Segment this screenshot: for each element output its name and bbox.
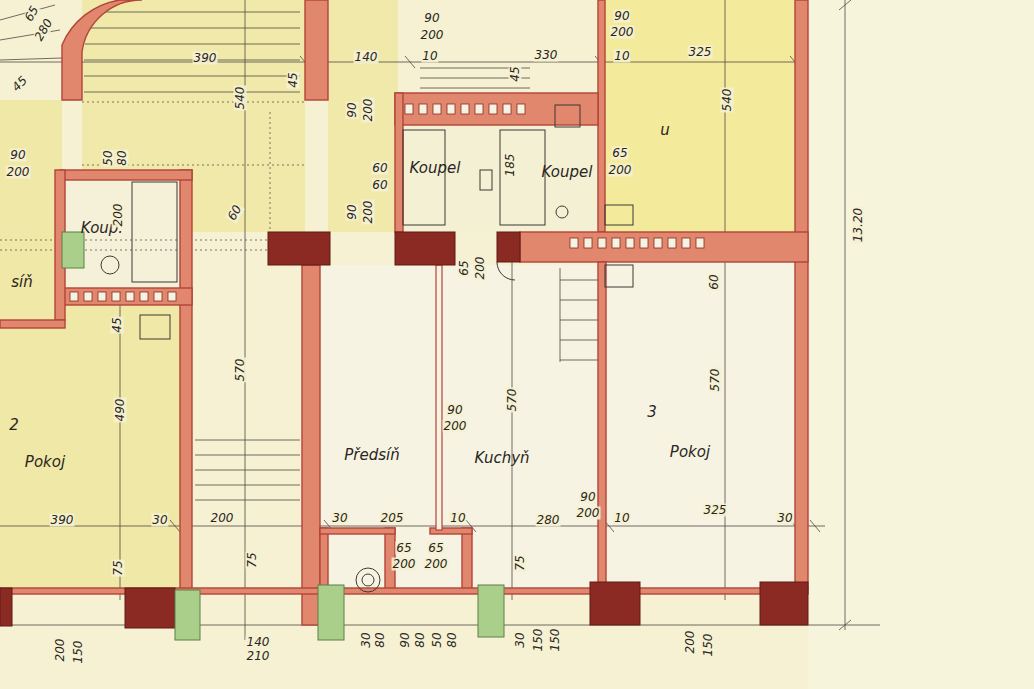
dimension-label: 80 <box>374 631 387 648</box>
room: Předsíň <box>322 268 434 526</box>
dimension-label: 90 <box>346 101 359 118</box>
dimension-label: 80 <box>116 149 129 166</box>
dimension-label: 30 <box>360 631 373 648</box>
dimension-label: 200 <box>608 164 633 177</box>
dimension-label: 90 <box>613 10 630 23</box>
dimension-label: 200 <box>54 638 67 663</box>
dimension-label: 150 <box>72 640 85 665</box>
dimension-label: 390 <box>50 514 75 527</box>
dimension-label: 45 <box>111 316 124 333</box>
dimension-label: 60 <box>225 202 245 223</box>
room-name: Pokoj <box>25 453 65 471</box>
dimension-label: 65 <box>611 147 628 160</box>
dimension-label: 200 <box>443 420 468 433</box>
dimension-label: 90 <box>423 12 440 25</box>
dimension-label: 200 <box>684 630 697 655</box>
dimension-label: 390 <box>193 52 218 65</box>
dimension-label: 65 <box>458 259 471 276</box>
room-name: síň <box>11 273 33 291</box>
room-number: u <box>660 121 670 139</box>
dimension-label: 80 <box>446 631 459 648</box>
room-name: Koupel <box>410 159 461 177</box>
room: Kuchyň <box>444 268 596 526</box>
dimension-label: 330 <box>534 49 559 62</box>
dimension-label: 75 <box>514 554 527 571</box>
dimension-label: 570 <box>709 368 722 393</box>
dimension-label: 65 <box>22 3 42 24</box>
dimension-label: 50 <box>102 149 115 166</box>
dimension-label: 200 <box>362 98 375 123</box>
dimension-label: 45 <box>9 73 30 94</box>
dimension-label: 280 <box>536 514 561 527</box>
dimension-label: 490 <box>114 398 127 423</box>
dimension-label: 540 <box>234 86 247 111</box>
dimension-label: 10 <box>613 50 630 63</box>
dimension-label: 30 <box>331 512 348 525</box>
dimension-label: 140 <box>354 51 379 64</box>
dimension-label: 185 <box>504 153 517 178</box>
dimension-label: 325 <box>688 46 713 59</box>
dimension-label: 200 <box>424 558 449 571</box>
dimension-label: 200 <box>112 203 125 228</box>
dimension-label: 540 <box>721 88 734 113</box>
room: u <box>606 66 794 230</box>
room-name: Koupel <box>542 163 593 181</box>
dimension-label: 60 <box>371 179 388 192</box>
dimension-label: 45 <box>287 71 300 88</box>
dimension-label: 200 <box>474 256 487 281</box>
dimension-label: 205 <box>380 512 405 525</box>
dimension-label: 30 <box>151 514 168 527</box>
room: Koupel <box>403 126 495 230</box>
room: Koupel <box>497 126 597 230</box>
dimension-label: 90 <box>446 404 463 417</box>
room-number: 2 <box>9 416 19 434</box>
dimension-label: 60 <box>371 162 388 175</box>
dimension-label: 30 <box>776 512 793 525</box>
dimension-label: 200 <box>210 512 235 525</box>
dimension-label: 90 <box>579 491 596 504</box>
dimension-label: 10 <box>449 512 466 525</box>
room-number: 3 <box>647 403 657 421</box>
room-name: Kuchyň <box>474 449 529 467</box>
dimension-label: 50 <box>431 631 444 648</box>
dimension-label: 150 <box>532 628 545 653</box>
dimension-label: 200 <box>392 558 417 571</box>
dimension-label: 90 <box>399 631 412 648</box>
room: Koup. <box>66 182 176 286</box>
room: 2Pokoj <box>0 320 180 585</box>
dimension-label: 13.20 <box>852 207 865 243</box>
room-name: Předsíň <box>344 446 399 464</box>
dimension-label: 90 <box>9 149 26 162</box>
dimension-label: 10 <box>613 512 630 525</box>
dimension-label: 45 <box>509 65 522 82</box>
dimension-label: 570 <box>506 388 519 413</box>
dimension-label: 10 <box>421 50 438 63</box>
room: síň <box>0 180 60 300</box>
dimension-label: 140 <box>246 636 271 649</box>
dimension-label: 75 <box>112 559 125 576</box>
dimension-label: 200 <box>420 29 445 42</box>
dimension-label: 150 <box>549 628 562 653</box>
room-name: Pokoj <box>670 443 710 461</box>
dimension-label: 80 <box>414 631 427 648</box>
room: 3Pokoj <box>608 266 794 516</box>
dimension-label: 30 <box>514 631 527 648</box>
dimension-label: 65 <box>395 542 412 555</box>
dimension-label: 325 <box>703 504 728 517</box>
dimension-label: 200 <box>362 200 375 225</box>
dimension-label: 75 <box>246 551 259 568</box>
dimension-label: 90 <box>346 203 359 220</box>
dimension-label: 200 <box>6 166 31 179</box>
dimension-label: 570 <box>234 358 247 383</box>
dimension-label: 210 <box>246 650 271 663</box>
dimension-label: 60 <box>708 273 721 290</box>
dimension-label: 200 <box>610 26 635 39</box>
dimension-label: 65 <box>427 542 444 555</box>
dimension-label: 150 <box>702 633 715 658</box>
dimension-label: 200 <box>576 507 601 520</box>
